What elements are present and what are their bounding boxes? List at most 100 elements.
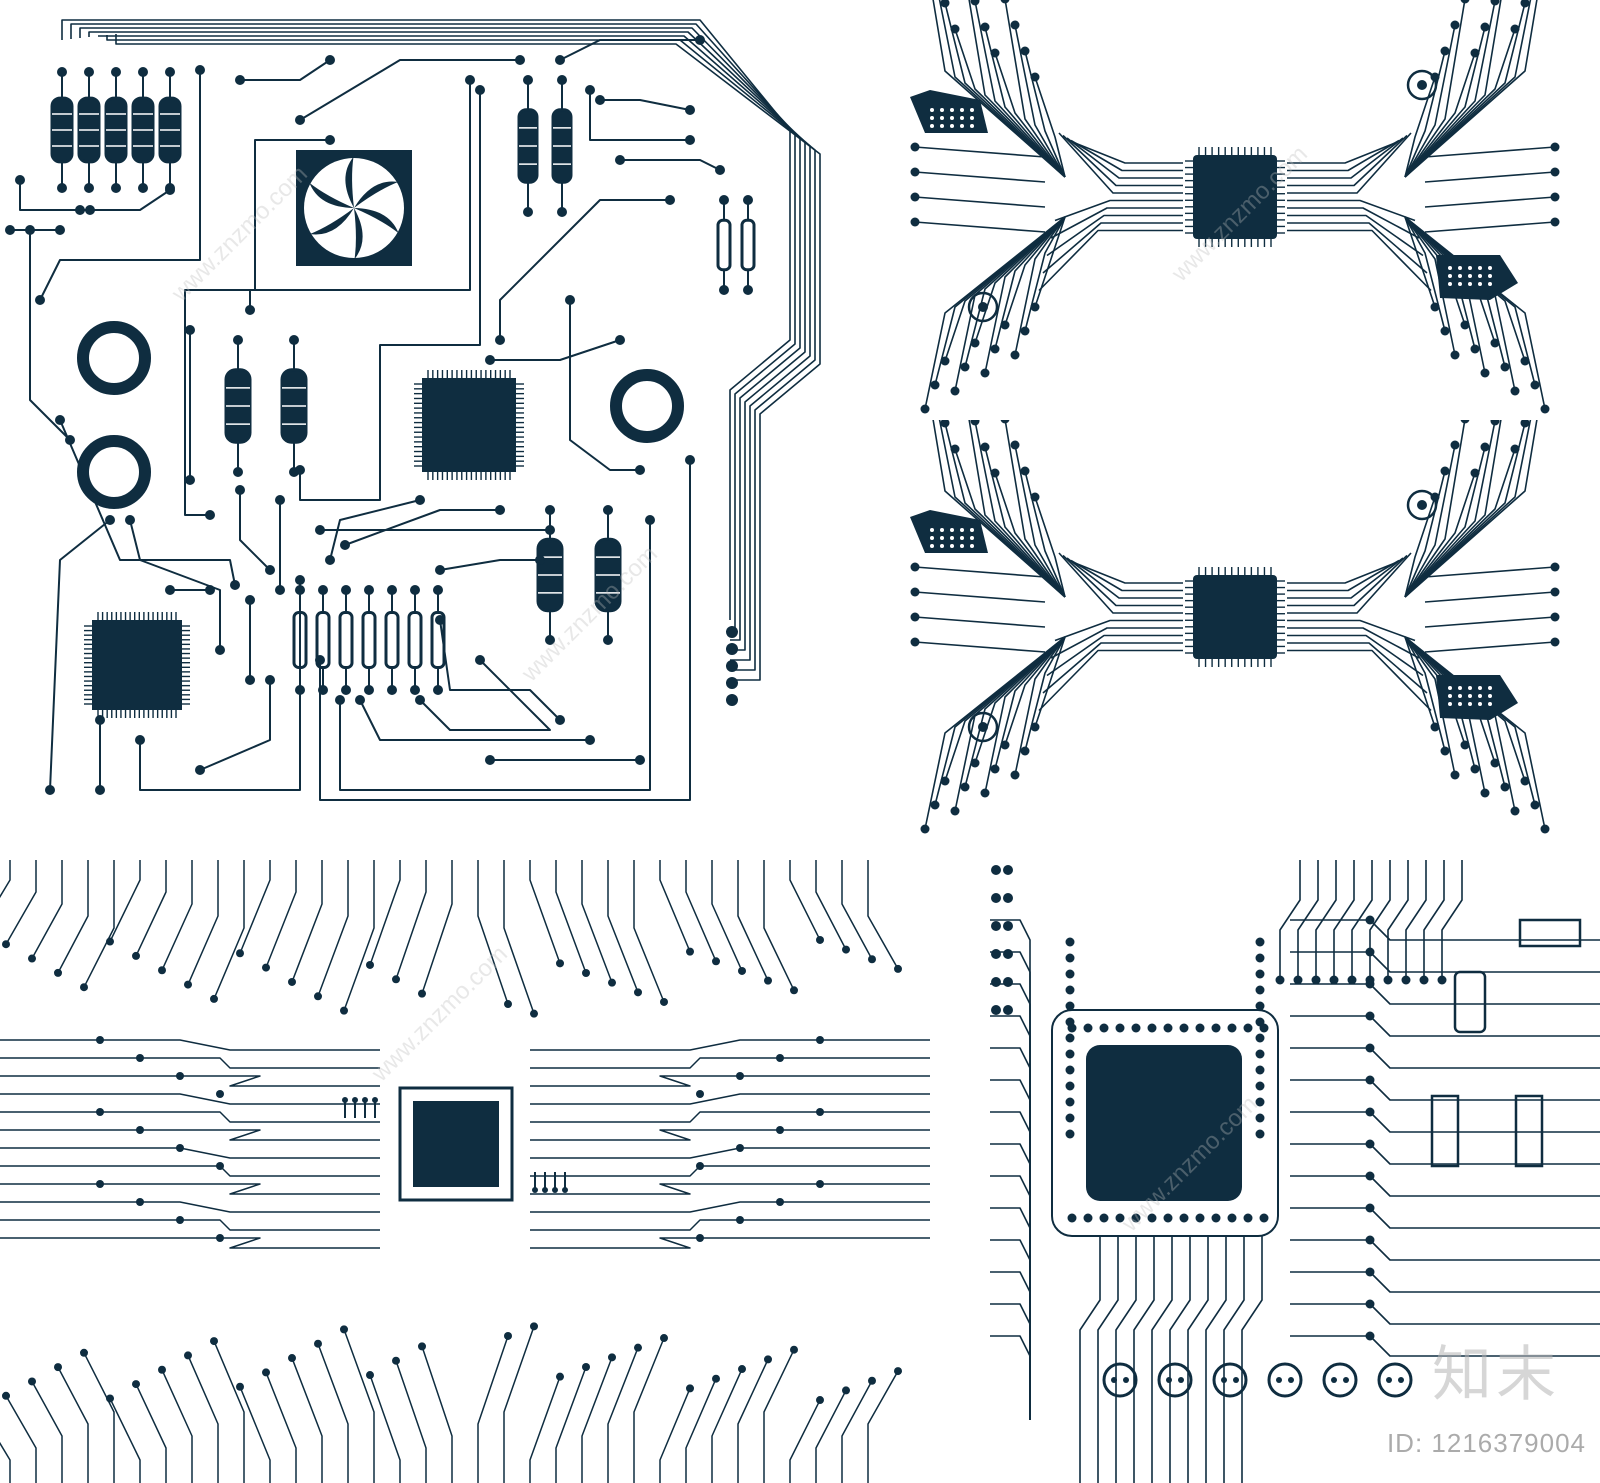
circuit-trace xyxy=(1024,50,1066,178)
solder-pad xyxy=(1365,1139,1375,1149)
connector-pin xyxy=(950,528,954,532)
solder-pad xyxy=(1550,562,1560,572)
circuit-trace xyxy=(1404,0,1502,178)
solder-pad xyxy=(176,1072,184,1080)
circuit-trace xyxy=(990,951,1031,1420)
circuit-trace xyxy=(1034,636,1066,728)
connector-pin xyxy=(940,124,944,128)
solder-pad xyxy=(1010,770,1020,780)
solder-pad xyxy=(1480,368,1490,378)
circuit-trace xyxy=(98,35,811,661)
circuit-trace xyxy=(1054,199,1183,222)
circuit-trace xyxy=(369,860,401,966)
circuit-trace xyxy=(711,1368,743,1483)
circuit-trace xyxy=(359,699,590,741)
connector-pin xyxy=(970,108,974,112)
solder-pad xyxy=(1520,356,1530,366)
solder-pad xyxy=(80,983,88,992)
circuit-trace xyxy=(600,99,691,111)
circuit-trace xyxy=(1404,24,1456,178)
microchip xyxy=(1086,1045,1242,1201)
solder-pad xyxy=(315,655,325,665)
circuit-trace xyxy=(317,860,349,997)
circuit-trace xyxy=(529,860,561,964)
solder-pad xyxy=(1540,404,1550,414)
circuit-trace xyxy=(1287,139,1400,172)
solder-pad xyxy=(216,1162,224,1170)
component-outline xyxy=(1514,1094,1544,1168)
circuit-trace xyxy=(187,860,219,985)
connector-pin xyxy=(1458,266,1462,270)
circuit-trace xyxy=(57,1366,89,1483)
connector-pin xyxy=(970,544,974,548)
component-outline xyxy=(1518,918,1582,948)
connector-pin xyxy=(1448,694,1452,698)
circuit-trace xyxy=(0,1165,380,1177)
circuit-trace xyxy=(419,659,551,731)
solder-pad xyxy=(608,978,616,987)
circuit-trace xyxy=(161,860,193,971)
circuit-trace xyxy=(1290,1047,1600,1069)
circuit-trace xyxy=(1004,636,1066,746)
solder-pad xyxy=(366,1371,374,1380)
solder-pad xyxy=(562,1187,568,1193)
circuit-trace xyxy=(1042,222,1183,274)
solder-pad xyxy=(1550,142,1560,152)
solder-pad xyxy=(990,764,1000,774)
solder-pad xyxy=(970,338,980,348)
solder-pad xyxy=(340,1325,348,1334)
ring-core xyxy=(1123,1377,1129,1383)
solder-pad xyxy=(185,475,195,485)
solder-pad xyxy=(1065,937,1075,947)
connector-pin xyxy=(1468,702,1472,706)
solder-pad xyxy=(634,988,642,997)
solder-pad xyxy=(1550,587,1560,597)
connector-pin xyxy=(1448,686,1452,690)
solder-pad xyxy=(1520,776,1530,786)
circuit-trace xyxy=(1404,420,1496,598)
solder-pad xyxy=(54,968,62,977)
circuit-trace xyxy=(659,860,691,952)
solder-pad xyxy=(1195,1213,1205,1223)
circuit-trace xyxy=(1404,636,1516,812)
solder-pad xyxy=(1065,1081,1075,1091)
solder-pad xyxy=(215,645,225,655)
circuit-trace xyxy=(1287,627,1420,659)
solder-pad xyxy=(1365,1107,1375,1117)
solder-pad xyxy=(1003,921,1013,931)
solder-pad xyxy=(868,955,876,964)
solder-pad xyxy=(392,975,400,984)
circuit-trace xyxy=(914,616,1046,628)
solder-pad xyxy=(695,35,705,45)
circuit-trace xyxy=(789,860,821,941)
circuit-board-dense xyxy=(990,860,1600,1483)
solder-pad xyxy=(991,921,1001,931)
solder-pad xyxy=(245,305,255,315)
circuit-trace xyxy=(1287,134,1408,187)
circuit-trace xyxy=(1404,0,1466,178)
solder-pad xyxy=(1227,1213,1237,1223)
solder-pad xyxy=(868,1376,876,1385)
solder-pad xyxy=(1365,1267,1375,1277)
connector-pin xyxy=(970,124,974,128)
solder-pad xyxy=(1437,975,1447,985)
connector-pin xyxy=(970,528,974,532)
solder-pad xyxy=(314,992,322,1001)
solder-pad xyxy=(433,585,443,595)
connector-pin xyxy=(1478,282,1482,286)
circuit-trace xyxy=(1424,566,1556,578)
circuit-trace xyxy=(1287,619,1416,642)
circuit-trace xyxy=(80,189,171,211)
solder-pad xyxy=(230,580,240,590)
circuit-trace xyxy=(994,216,1066,350)
solder-pad xyxy=(1227,1023,1237,1033)
solder-pad xyxy=(1010,20,1020,30)
ring-pad xyxy=(1157,1362,1193,1398)
circuit-trace xyxy=(135,860,167,957)
solder-pad xyxy=(1510,806,1520,816)
solder-pad xyxy=(1067,1213,1077,1223)
solder-pad xyxy=(341,585,351,595)
connector-pin xyxy=(950,536,954,540)
circuit-trace xyxy=(914,196,1046,208)
solder-pad xyxy=(1083,1213,1093,1223)
